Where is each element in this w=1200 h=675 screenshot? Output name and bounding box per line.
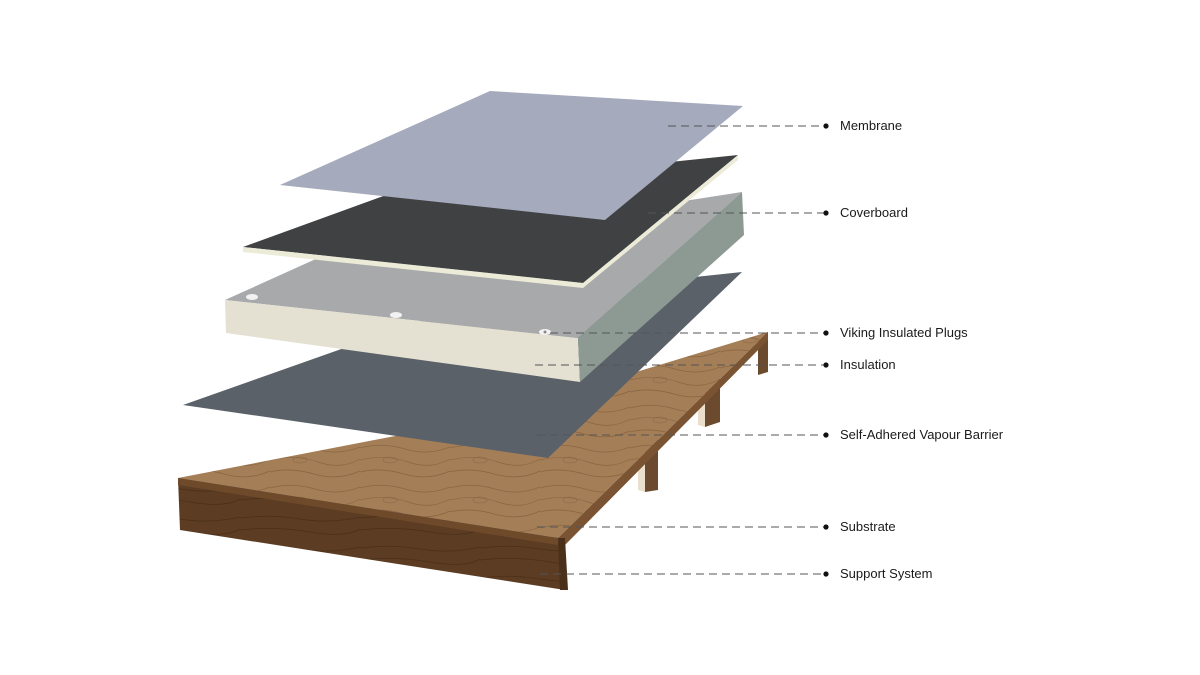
dot-coverboard — [823, 210, 829, 216]
label-vapour-barrier: Self-Adhered Vapour Barrier — [840, 427, 1004, 442]
deck-right-edge — [558, 332, 768, 545]
insulation-side — [578, 192, 744, 382]
dot-vapour-barrier — [823, 432, 829, 438]
callout-leaders — [535, 123, 829, 577]
label-viking-insulated-plugs: Viking Insulated Plugs — [840, 325, 968, 340]
viking-plug-1 — [246, 294, 258, 300]
dot-insulation — [823, 362, 829, 368]
callout-labels: Membrane Coverboard Viking Insulated Plu… — [840, 118, 1004, 581]
label-support-system: Support System — [840, 566, 933, 581]
viking-plug-3-center — [543, 330, 547, 334]
deck-front-top-strip — [178, 478, 558, 545]
coverboard-edge — [243, 247, 583, 288]
dot-membrane — [823, 123, 829, 129]
dot-plugs — [823, 330, 829, 336]
label-substrate: Substrate — [840, 519, 896, 534]
dot-support — [823, 571, 829, 577]
label-coverboard: Coverboard — [840, 205, 908, 220]
viking-plug-2 — [390, 312, 402, 318]
support-front-beam — [558, 538, 568, 590]
coverboard-side-edge — [583, 155, 738, 288]
label-membrane: Membrane — [840, 118, 902, 133]
membrane-sheet — [280, 91, 743, 220]
insulation-front — [225, 300, 580, 382]
dot-substrate — [823, 524, 829, 530]
label-insulation: Insulation — [840, 357, 896, 372]
deck-front-edge — [178, 478, 565, 590]
